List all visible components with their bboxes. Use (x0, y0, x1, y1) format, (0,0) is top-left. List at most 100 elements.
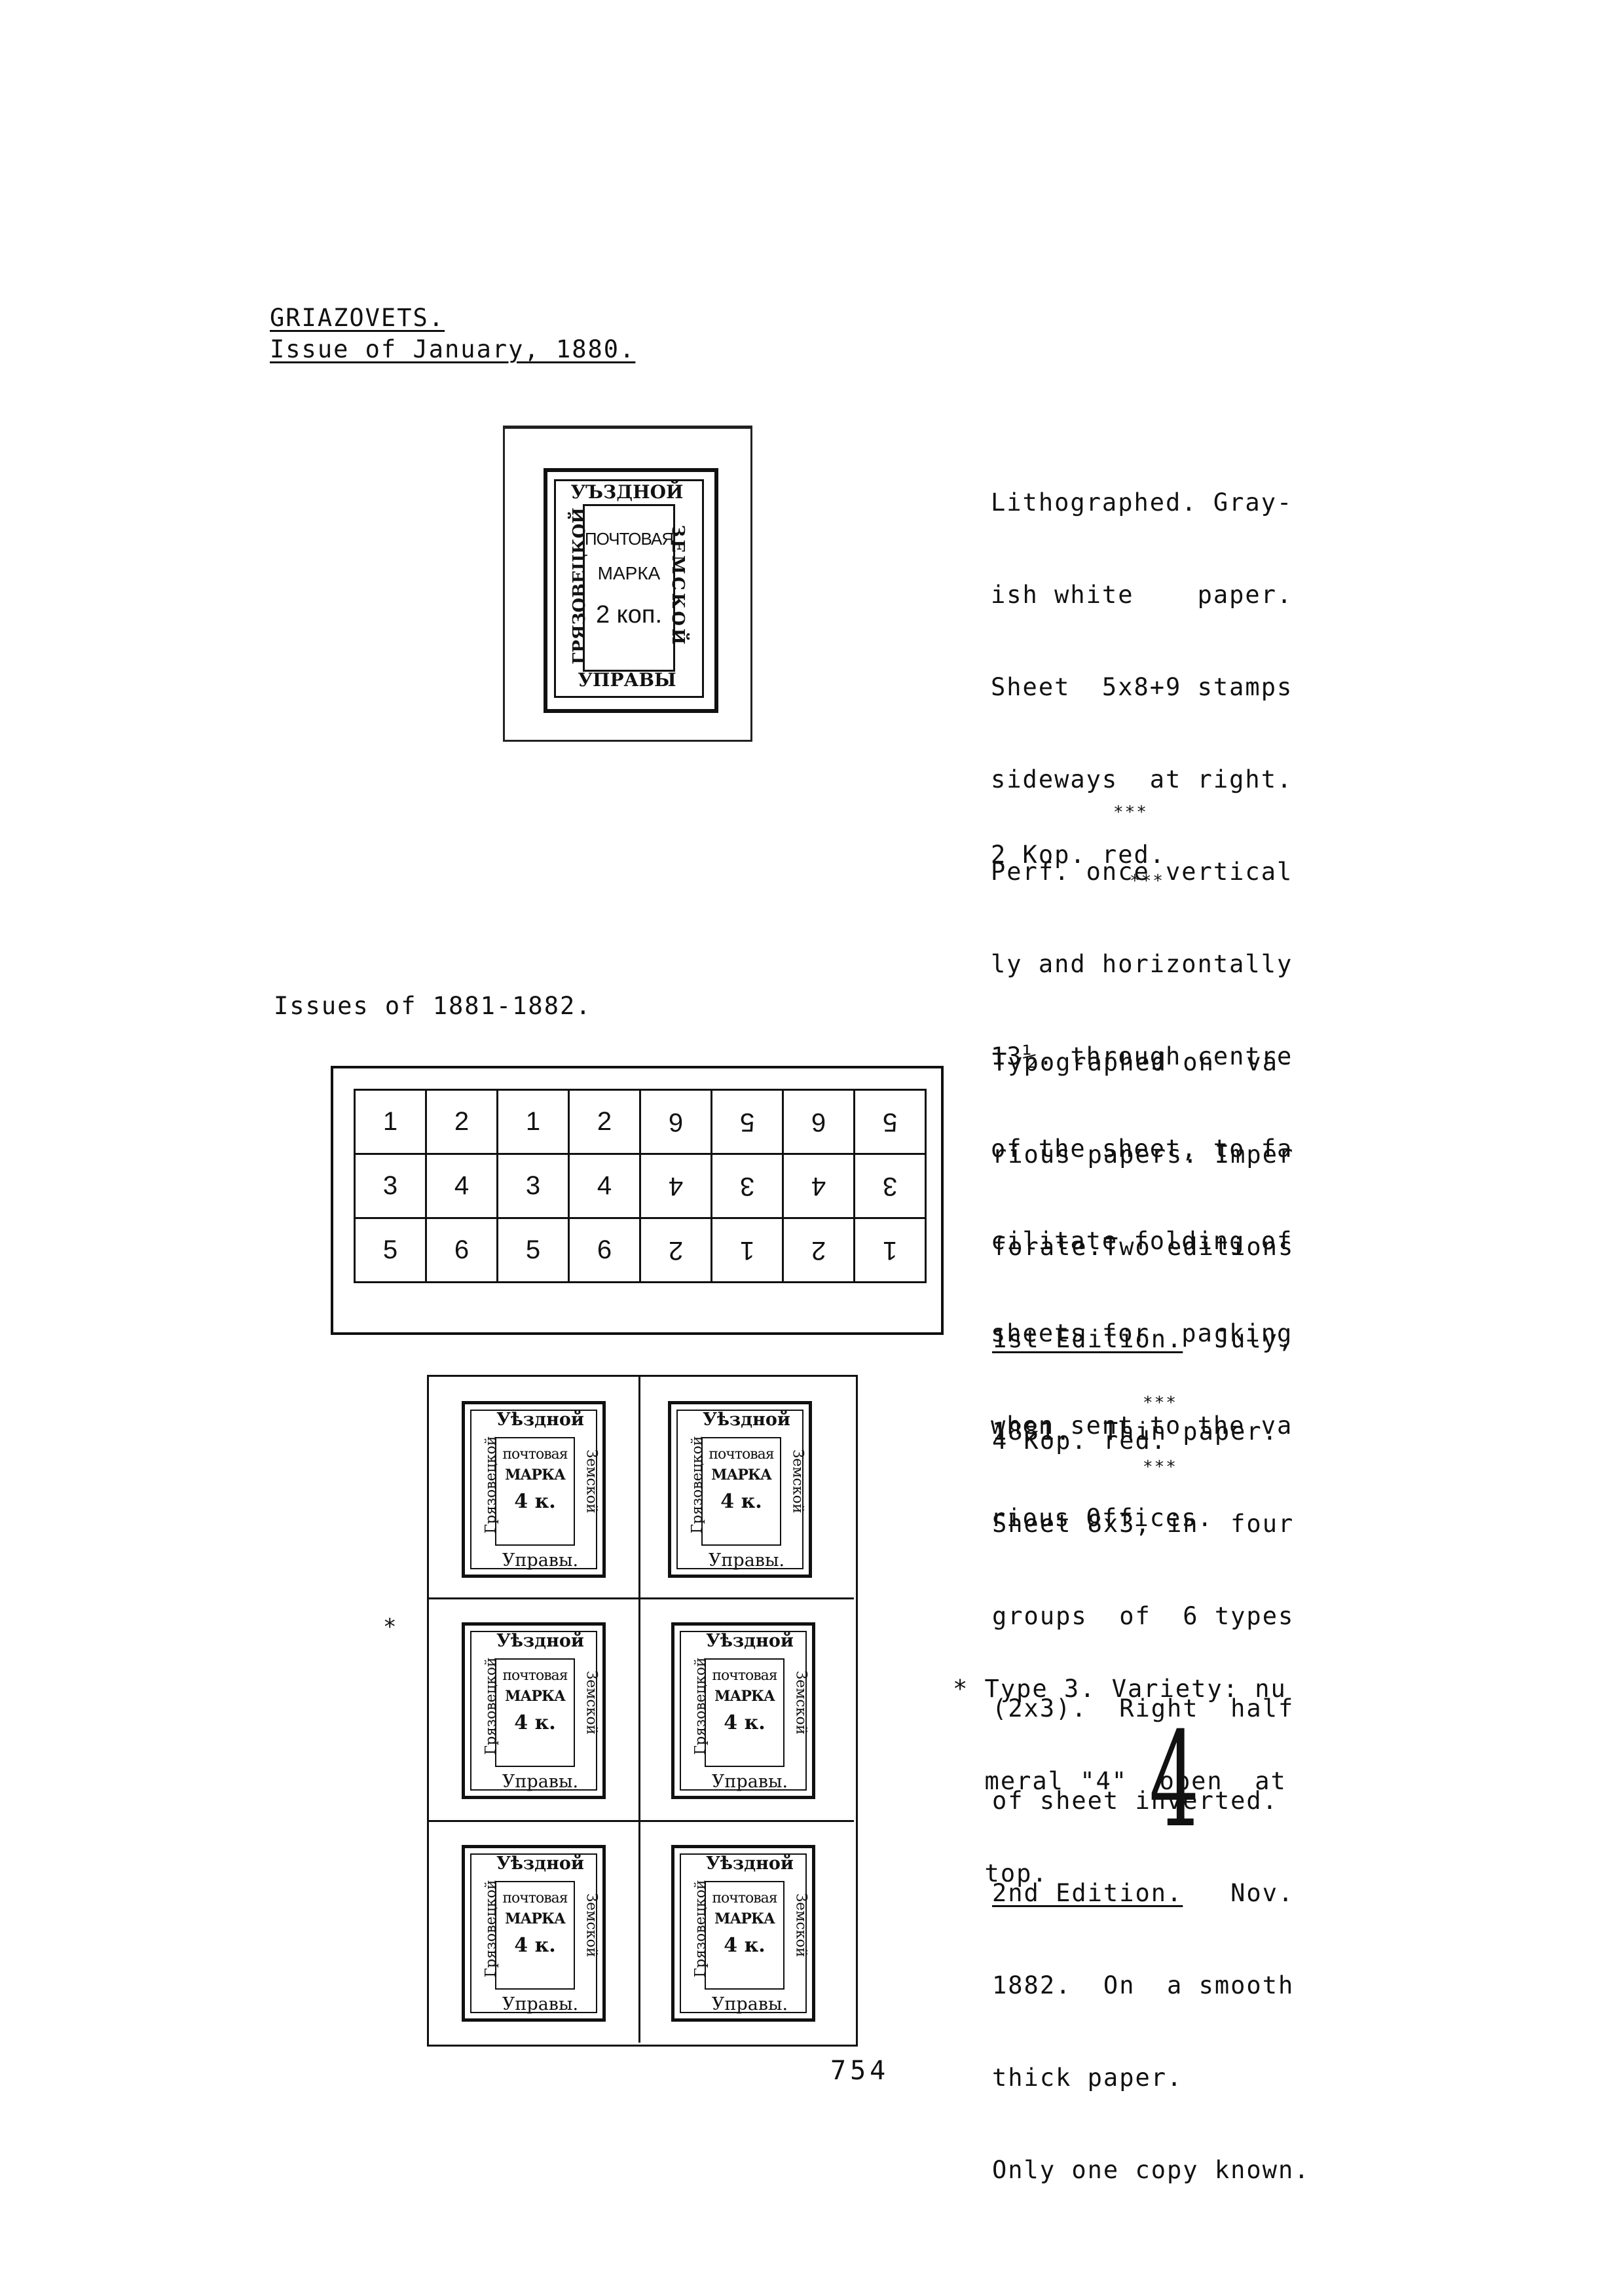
stamp-value: 4 к. (720, 1490, 762, 1513)
variety-note-line: meral "4" open at (953, 1767, 1287, 1795)
stamp-center-line1: почтовая (502, 1446, 568, 1463)
sheet-cell-inverted: 4 (782, 1153, 855, 1219)
stamp-right-text: Земской (792, 1893, 809, 1958)
stamp-value: 4 к. (724, 1711, 766, 1734)
stamp-top-text: Уѣздной (496, 1853, 584, 1874)
sheet-cell: 5 (354, 1217, 427, 1283)
sheet-cell-inverted: 4 (639, 1153, 712, 1219)
stamp-right-text: Земской (583, 1449, 600, 1514)
stamp-inner-frame (680, 1853, 807, 2013)
issue-heading-1881: Issues of 1881-1882. (274, 992, 592, 1020)
first-edition-label: 1st Edition. (992, 1325, 1183, 1353)
description-1881-line: Only one copy known. (992, 2156, 1310, 2184)
description-1881-line: Sheet 8x3, in four (992, 1510, 1295, 1538)
type-number: 3 (525, 1171, 541, 1200)
description-1881-line: 1881. Thin paper. (992, 1417, 1278, 1446)
stamp-center-line2: МАРКА (714, 1688, 775, 1705)
sheet-cell-inverted: 2 (782, 1217, 855, 1283)
stamp-center-box: почтовая МАРКА 4 к. (495, 1881, 575, 1990)
sheet-row: 5 6 5 6 2 1 2 1 (354, 1217, 927, 1283)
stamp-center-line1: почтовая (709, 1446, 774, 1463)
type-number: 5 (739, 1108, 755, 1137)
type-number: 2 (454, 1107, 470, 1136)
sheet-cell-inverted: 3 (710, 1153, 784, 1219)
first-edition-date: July, (1183, 1325, 1295, 1353)
stamp-1880-border (503, 426, 752, 742)
stamp-center-box: почтовая МАРКА 4 к. (495, 1437, 575, 1546)
stamp-type-3: Уѣздной Грязовецкой Земской почтовая МАР… (462, 1622, 606, 1799)
sheet-cell-inverted: 1 (710, 1217, 784, 1283)
stamp-type-4: Уѣздной Грязовецкой Земской почтовая МАР… (671, 1622, 815, 1799)
block-divider (427, 1597, 854, 1599)
separator-asterisks: *** (1113, 803, 1148, 822)
stamp-1880-inner-frame (554, 479, 704, 698)
variety-note: * Type 3. Variety: nu meral "4" open at … (953, 1612, 1287, 1920)
stamp-center-line2: МАРКА (714, 1910, 775, 1927)
stamp-center-line2: МАРКА (505, 1467, 566, 1484)
stamp-bottom-text: Управы. (502, 1550, 579, 1571)
sheet-cell-inverted: 6 (639, 1089, 712, 1155)
description-1880-line: sideways at right. (991, 765, 1293, 793)
stamp-center-box: почтовая МАРКА 4 к. (495, 1658, 575, 1767)
type-number: 4 (454, 1171, 470, 1200)
stamp-inner-frame (470, 1410, 597, 1569)
stamp-center-box: почтовая МАРКА 4 к. (701, 1437, 781, 1546)
sheet-cell-inverted: 5 (710, 1089, 784, 1155)
sheet-cell: 3 (496, 1153, 570, 1219)
stamp-inner-frame (470, 1631, 597, 1791)
sheet-row: 3 4 3 4 4 3 4 3 (354, 1153, 927, 1219)
sheet-cell: 5 (496, 1217, 570, 1283)
stamp-center-box: почтовая МАРКА 4 к. (705, 1881, 784, 1990)
stamp-top-text: Уѣздной (703, 1410, 790, 1430)
stamp-inner-frame (680, 1631, 807, 1791)
separator-asterisks: *** (1130, 871, 1164, 891)
stamp-type-5: Уѣздной Грязовецкой Земской почтовая МАР… (462, 1845, 606, 2022)
sheet-cell-inverted: 6 (782, 1089, 855, 1155)
stamp-1880-frame (544, 468, 718, 713)
stamp-top-text: Уѣздной (496, 1631, 584, 1651)
value-1880: 2 Kop. red. (991, 841, 1166, 869)
second-edition-date: Nov. (1183, 1879, 1295, 1907)
stamp-value: 4 к. (514, 1934, 556, 1957)
type-number: 2 (811, 1236, 826, 1265)
stamp-type-1: Уѣздной Грязовецкой Земской почтовая МАР… (462, 1401, 606, 1578)
type-number: 3 (882, 1172, 898, 1201)
type-number: 5 (882, 1108, 898, 1137)
type-number: 6 (668, 1108, 684, 1137)
variety-note-line: top. (953, 1859, 1048, 1887)
stamp-center-line1: почтовая (712, 1667, 777, 1684)
type-number: 4 (811, 1172, 826, 1201)
description-1881-line: rious papers. Imper (992, 1140, 1295, 1169)
stamp-center-line1: почтовая (502, 1890, 568, 1906)
description-1880: Lithographed. Gray- ish white paper. She… (991, 426, 1293, 1564)
description-1881-line: groups of 6 types (992, 1602, 1295, 1630)
sheet-cell-inverted: 1 (853, 1217, 927, 1283)
description-1880-line: cilitate folding of (991, 1227, 1293, 1255)
type-number: 6 (811, 1108, 826, 1137)
stamp-right-text: Земской (792, 1670, 809, 1735)
stamp-center-line2: МАРКА (505, 1910, 566, 1927)
sheet-cell: 1 (496, 1089, 570, 1155)
description-1880-line: when sent to the va (991, 1412, 1293, 1440)
value-1881: 4 Kop. red. (992, 1427, 1168, 1455)
description-1880-line: 13½. through centre (991, 1042, 1293, 1070)
stamp-1880-center-box (583, 504, 675, 672)
type-number: 4 (668, 1172, 684, 1201)
sheet-cell: 2 (425, 1089, 498, 1155)
description-1881-line: 2nd Edition. Nov. (992, 1878, 1310, 1908)
stamp-bottom-text: Управы. (502, 1772, 579, 1792)
stamp-top-text: Уѣздной (706, 1853, 794, 1874)
stamp-right-text: Земской (789, 1449, 806, 1514)
issue-heading-1880: Issue of January, 1880. (270, 335, 636, 363)
stamp-1880-value: 2 коп. (595, 601, 662, 629)
stamp-1880-center-line2: МАРКА (597, 563, 661, 583)
stamp-top-text: Уѣздной (496, 1410, 584, 1430)
stamp-type-6: Уѣздной Грязовецкой Земской почтовая МАР… (671, 1845, 815, 2022)
stamp-value: 4 к. (724, 1934, 766, 1957)
description-1881: Typographed on va- rious papers. Imper f… (992, 985, 1310, 2216)
stamp-right-text: Земской (583, 1893, 600, 1958)
description-1881-line: forate.Two editions (992, 1233, 1295, 1261)
type-number: 6 (597, 1235, 612, 1264)
sheet-cell-inverted: 3 (853, 1153, 927, 1219)
block-divider (427, 1820, 854, 1822)
